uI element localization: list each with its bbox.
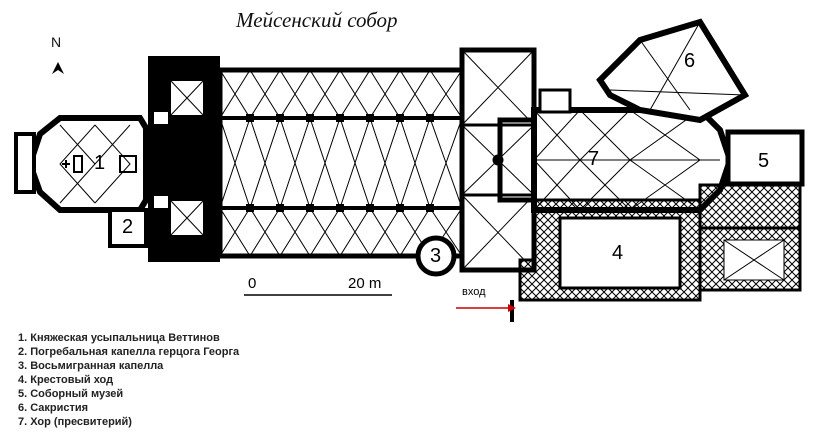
- legend-item: 3. Восьмигранная капелла: [18, 360, 164, 372]
- diagram-title: Мейсенский собор: [236, 8, 398, 32]
- label-3: 3: [430, 245, 442, 267]
- label-7: 7: [588, 148, 600, 170]
- label-4: 4: [612, 242, 624, 264]
- west-towers: [148, 56, 220, 262]
- sacristy: [596, 18, 750, 124]
- legend-item: 7. Хор (пресвитерий): [18, 416, 132, 428]
- octagonal-chapel: [415, 235, 457, 277]
- legend-item: 5. Соборный музей: [18, 388, 124, 400]
- north-label: N: [51, 34, 62, 50]
- scale-end: 20 m: [348, 275, 382, 292]
- scale-start: 0: [248, 275, 257, 292]
- entrance-label: вход: [462, 286, 486, 298]
- legend-item: 1. Княжеская усыпальница Веттинов: [18, 332, 220, 344]
- legend-item: 6. Сакристия: [18, 402, 89, 414]
- north-arrow-icon: [52, 62, 64, 74]
- west-chapel: [14, 115, 149, 213]
- legend-item: 4. Крестовый ход: [18, 374, 114, 386]
- label-1: 1: [94, 152, 106, 174]
- label-5: 5: [758, 150, 770, 172]
- cathedral-museum: [725, 129, 805, 187]
- entrance-arrow-icon: [456, 304, 516, 312]
- legend-item: 2. Погребальная капелла герцога Георга: [18, 346, 240, 358]
- label-6: 6: [684, 50, 696, 72]
- nave: [217, 67, 465, 259]
- legend: 1. Княжеская усыпальница Веттинов 2. Пог…: [18, 331, 338, 429]
- cloister: [510, 183, 802, 322]
- label-2: 2: [122, 216, 134, 238]
- georg-chapel: [108, 208, 148, 248]
